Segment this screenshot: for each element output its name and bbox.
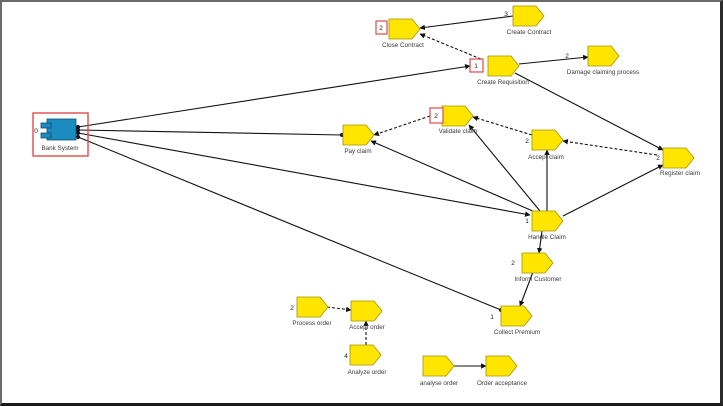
edge-validate-claim-to-pay-claim[interactable] [373, 115, 431, 137]
node-number: 2 [656, 155, 660, 162]
node-number: 1 [525, 218, 529, 225]
node-label: Collect Premium [494, 329, 540, 336]
process-step-icon [487, 55, 520, 77]
edge-handle-claim-to-validate-claim[interactable] [468, 124, 541, 212]
node-number: 2 [290, 305, 294, 312]
node-number: 2 [511, 260, 515, 267]
node-number: 4 [344, 353, 348, 360]
process-step-icon [587, 45, 620, 67]
component-port-icon [40, 132, 52, 139]
edge-bank-system-to-handle-claim[interactable] [76, 131, 531, 217]
node-label: Damage claiming process [567, 69, 639, 76]
component-port-icon [40, 122, 52, 129]
node-label: Inform Customer [515, 276, 562, 283]
edge-handle-claim-to-register-claim[interactable] [562, 164, 664, 217]
process-step-icon [521, 252, 554, 274]
edge-accept-claim-to-validate-claim[interactable] [472, 115, 533, 136]
process-step-icon [422, 355, 455, 377]
node-number: 2 [379, 25, 383, 32]
node-order-acceptance[interactable]: Order acceptance [477, 355, 528, 387]
number-highlight [469, 58, 484, 73]
edge-create-contract-to-close-contract[interactable] [419, 15, 514, 31]
process-step-icon [388, 18, 421, 40]
edge-bank-system-to-create-requisition[interactable] [76, 64, 471, 129]
process-step-icon [531, 210, 564, 232]
process-step-icon [662, 147, 695, 169]
edge-create-requisition-to-damage-claiming-process[interactable] [518, 54, 589, 65]
edge-create-requisition-to-register-claim[interactable] [514, 72, 664, 151]
node-label: Analyze order [348, 369, 387, 376]
process-step-icon [500, 305, 533, 327]
node-label: Order acceptance [477, 380, 528, 387]
node-label: Bank System [41, 145, 78, 152]
process-step-icon [441, 105, 474, 127]
node-number: 1 [490, 314, 494, 321]
node-label: Accept order [349, 324, 385, 331]
node-label: Close Contract [382, 42, 424, 49]
node-label: Create Contract [507, 29, 552, 36]
node-accept-order[interactable]: Accept order [349, 300, 385, 331]
process-step-icon [342, 124, 375, 146]
edges-layer [76, 15, 664, 369]
node-label: Register claim [660, 170, 700, 177]
number-highlight [429, 107, 444, 124]
edge-inform-customer-to-collect-premium[interactable] [519, 271, 534, 307]
node-number: 1 [474, 63, 478, 70]
node-pay-claim[interactable]: Pay claim [342, 124, 375, 155]
node-label: Process order [292, 320, 331, 327]
process-step-icon [350, 300, 383, 322]
edge-bank-system-to-collect-premium[interactable] [76, 135, 503, 312]
process-step-icon [349, 344, 382, 366]
component-icon [46, 118, 77, 141]
process-step-icon [531, 129, 564, 151]
node-label: Accept claim [528, 154, 564, 161]
node-number: 2 [525, 138, 529, 145]
edge-create-requisition-to-close-contract[interactable] [419, 33, 482, 60]
node-number: 2 [434, 113, 438, 120]
number-highlight [375, 20, 388, 35]
process-step-icon [296, 296, 329, 318]
edge-bank-system-to-pay-claim[interactable] [76, 128, 344, 137]
process-step-icon [485, 355, 518, 377]
selection-highlight [32, 112, 89, 157]
edge-handle-claim-to-inform-customer[interactable] [536, 230, 543, 254]
node-label: analyse order [420, 380, 458, 387]
node-label: Handle Claim [528, 234, 566, 241]
process-step-icon [512, 5, 545, 27]
edge-process-order-to-accept-order[interactable] [326, 306, 352, 313]
edge-register-claim-to-accept-claim[interactable] [562, 139, 658, 156]
node-number: 3 [504, 11, 508, 18]
node-label: Validate claim [439, 128, 478, 135]
node-analyse-order[interactable]: analyse order [420, 355, 458, 387]
node-label: Create Requisition [477, 79, 529, 86]
node-label: Pay claim [344, 148, 371, 155]
node-number: 0 [34, 128, 38, 135]
node-number: 2 [565, 53, 569, 60]
